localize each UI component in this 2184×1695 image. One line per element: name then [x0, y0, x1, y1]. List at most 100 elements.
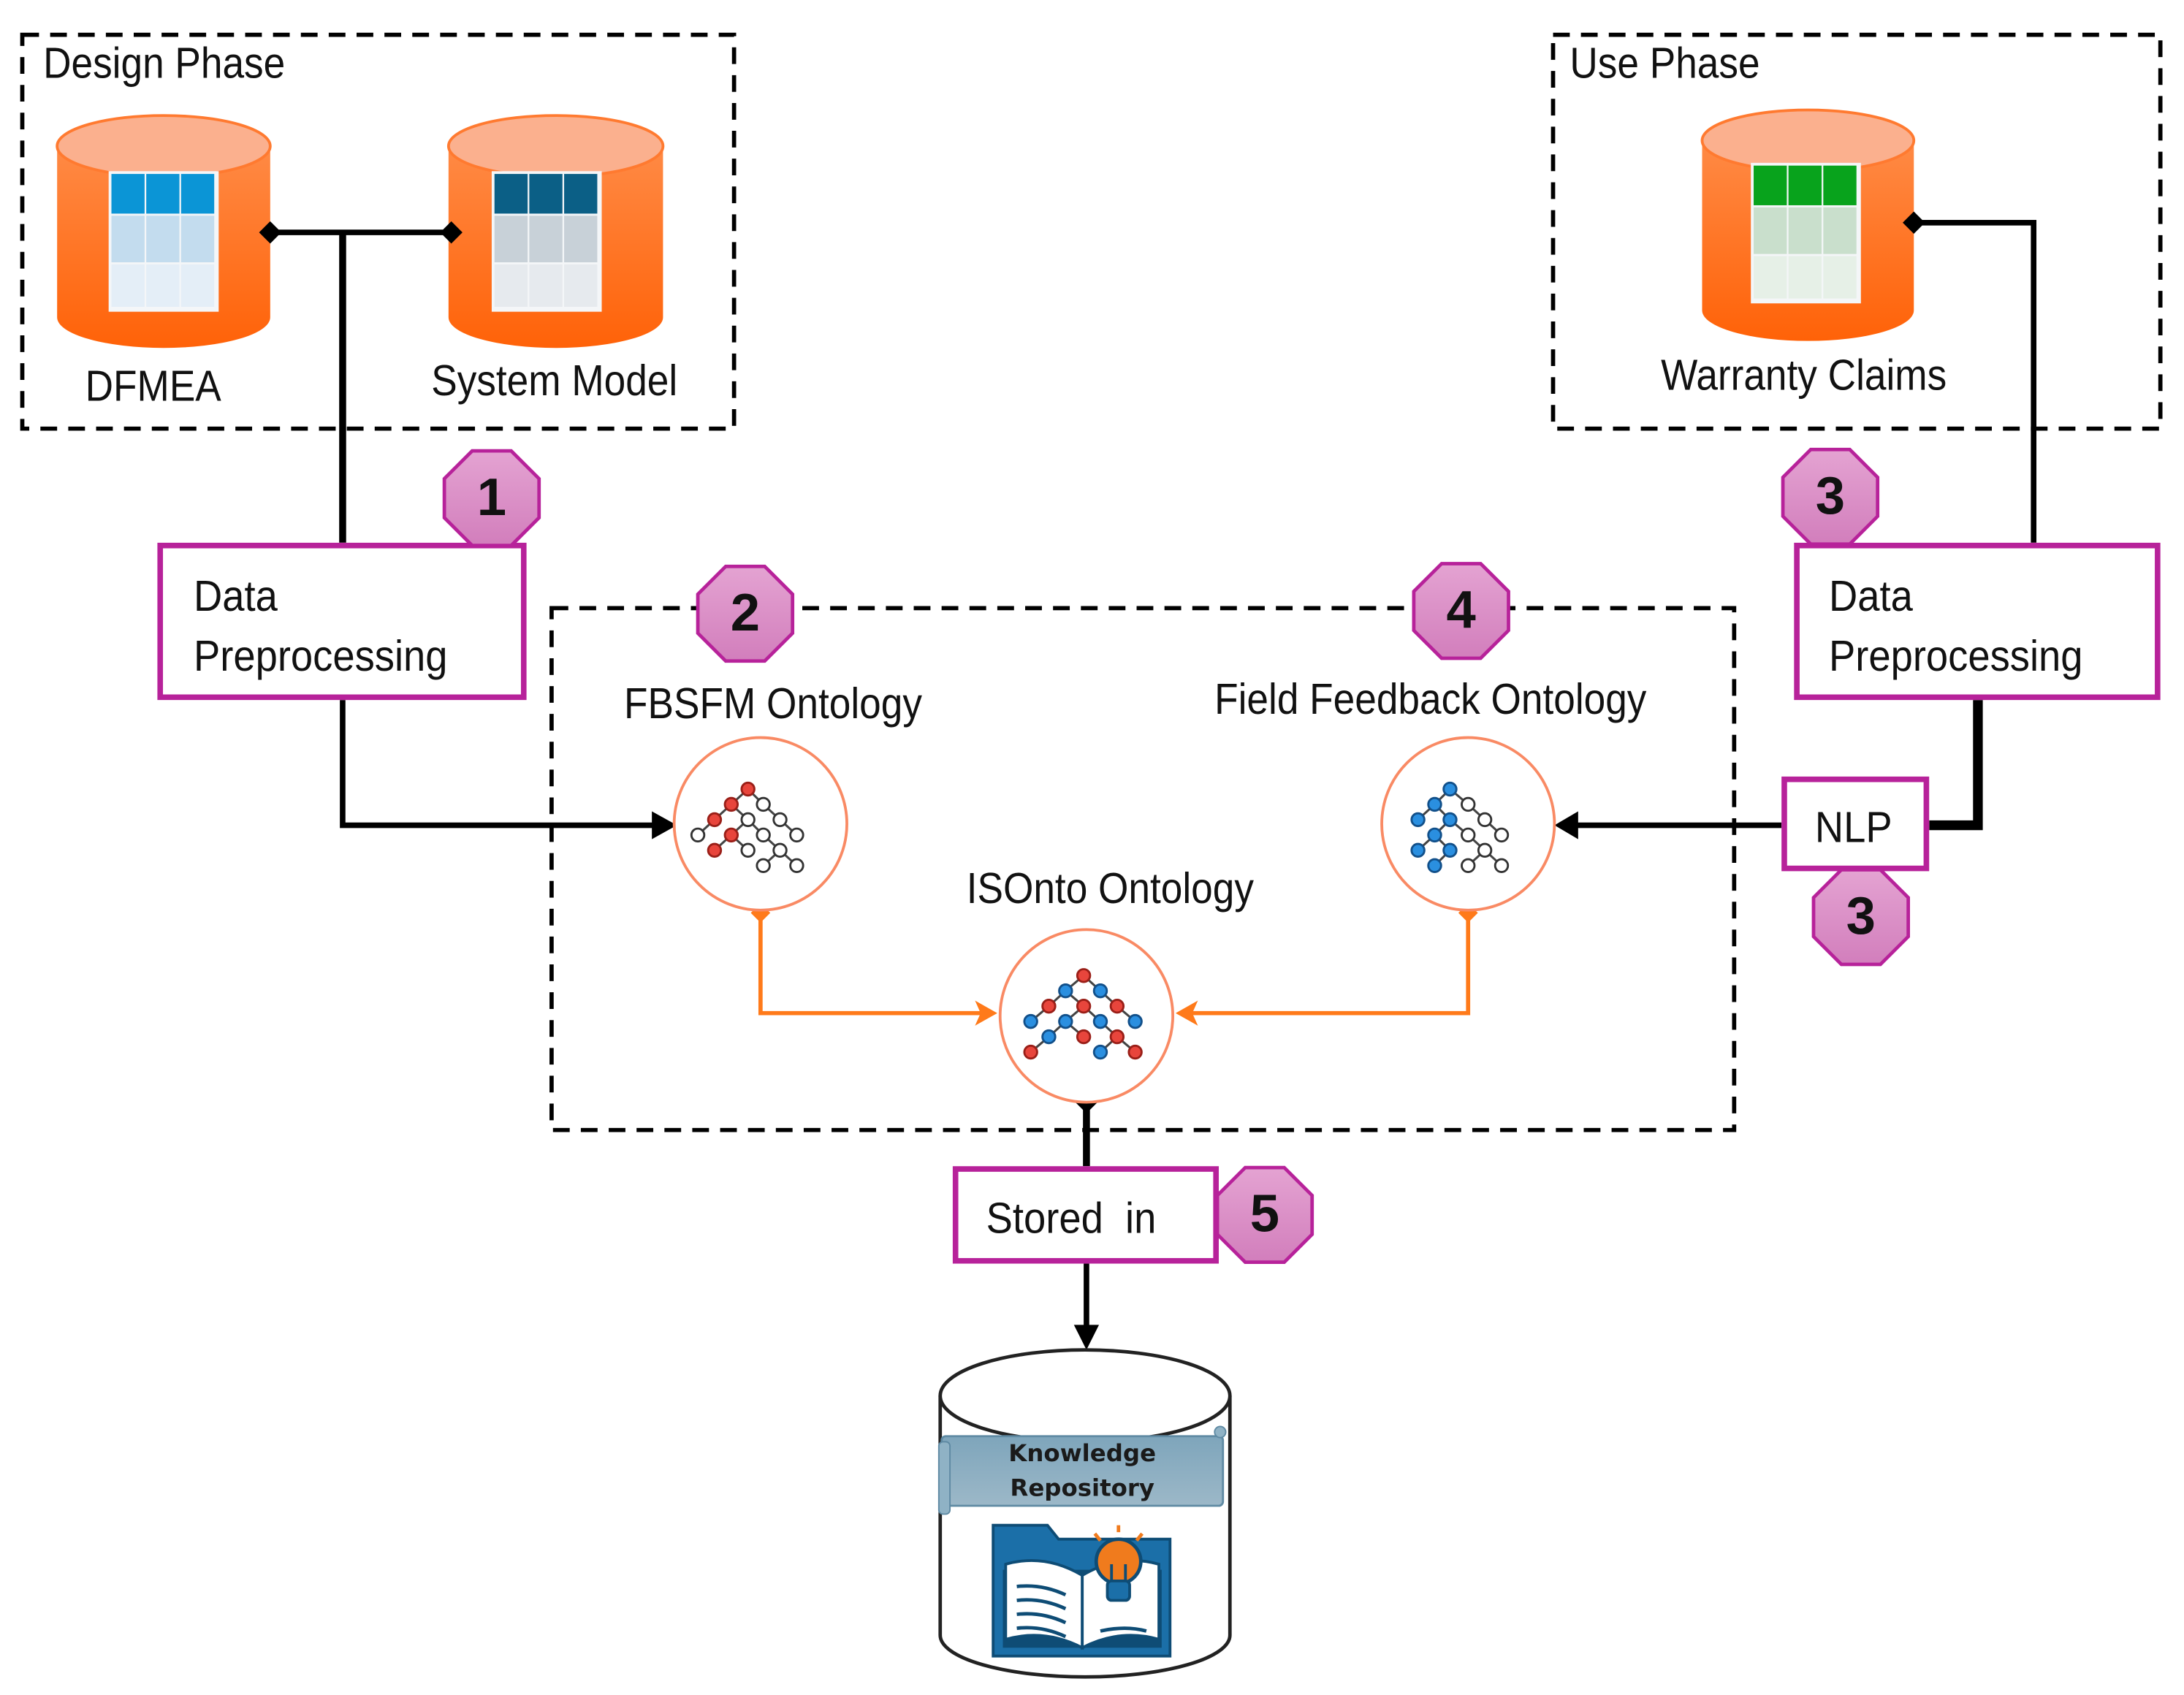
table-cell	[1823, 207, 1857, 254]
table-cell	[564, 216, 598, 263]
table-cell	[146, 264, 180, 308]
data-preprocessing-left-line1: Data	[193, 571, 278, 621]
step-badge-3-top-number: 3	[1815, 467, 1846, 526]
fbsfm-ontology-icon	[672, 736, 848, 912]
table-cell	[111, 216, 145, 263]
step-badge-3-top: 3	[1780, 446, 1880, 546]
data-preprocessing-right-box: Data Preprocessing	[1794, 542, 2161, 701]
table-cell	[1754, 165, 1787, 205]
step-badge-4: 4	[1411, 561, 1511, 661]
warranty-claims-database-icon	[1700, 108, 1916, 341]
table-cell	[1754, 207, 1787, 254]
isonto-ontology-label: ISOnto Ontology	[966, 864, 1254, 913]
use-phase-title: Use Phase	[1569, 39, 1760, 88]
dfmea-database-icon	[56, 114, 272, 348]
table-cell	[564, 174, 598, 214]
field-feedback-to-isonto-arrow	[1175, 903, 1478, 1026]
dfmea-label: DFMEA	[85, 362, 221, 411]
tree-node	[756, 827, 771, 843]
tree-node	[1442, 812, 1458, 828]
tree-node	[1109, 1029, 1125, 1045]
table-cell	[1754, 256, 1787, 299]
data-preprocessing-left-box: Data Preprocessing	[157, 542, 527, 701]
tree-node	[1477, 842, 1493, 858]
knowledge-repository-label: Knowledge Repository	[942, 1438, 1223, 1507]
table-cell	[494, 216, 528, 263]
stored-in-box: Stored in	[952, 1166, 1220, 1264]
step-badge-1-number: 1	[476, 468, 507, 527]
isonto-ontology-icon	[998, 928, 1175, 1104]
tree-node	[707, 842, 723, 858]
tree-node	[1442, 842, 1458, 858]
tree-node	[1127, 1013, 1143, 1029]
data-preprocessing-right-line1: Data	[1828, 571, 1913, 621]
data-preprocessing-left-line2: Preprocessing	[193, 631, 448, 681]
step-badge-5-number: 5	[1249, 1184, 1280, 1243]
field-feedback-ontology-icon	[1380, 736, 1556, 912]
tree-node	[1461, 827, 1476, 843]
tree-node	[1410, 812, 1426, 828]
step-badge-3-bottom-number: 3	[1846, 887, 1876, 946]
table-cell	[180, 216, 215, 263]
table-cell	[564, 264, 598, 308]
tree-node	[1127, 1044, 1143, 1060]
tree-node	[1494, 827, 1510, 843]
tree-node	[1076, 1029, 1092, 1045]
table-cell	[180, 264, 215, 308]
table-cell	[146, 174, 180, 214]
step-badge-2-number: 2	[730, 584, 761, 643]
preprocessing-to-fbsfm-arrow	[340, 700, 677, 839]
field-feedback-ontology-label: Field Feedback Ontology	[1214, 674, 1647, 724]
table-cell	[111, 174, 145, 214]
use-phase-connector	[1903, 211, 2037, 543]
fbsfm-ontology-label: FBSFM Ontology	[624, 679, 922, 728]
tree-node	[756, 796, 771, 812]
tree-node	[1427, 827, 1442, 843]
table-cell	[1788, 207, 1822, 254]
tree-node	[1041, 1029, 1057, 1045]
table-cell	[529, 216, 563, 263]
table-cell	[111, 264, 145, 308]
tree-node	[1442, 781, 1458, 797]
tree-node	[789, 858, 804, 873]
warranty-claims-label: Warranty Claims	[1661, 351, 1947, 400]
table-cell	[1788, 165, 1822, 205]
preprocessing-to-nlp-connector	[1929, 700, 1983, 831]
tree-node	[1461, 858, 1476, 873]
tree-node	[1023, 1013, 1038, 1029]
system-model-label: System Model	[431, 356, 678, 405]
tree-node	[1427, 858, 1442, 873]
tree-node	[740, 812, 756, 828]
tree-node	[690, 827, 706, 843]
table-cell	[1823, 256, 1857, 299]
ontology-group	[549, 606, 1737, 1132]
nlp-label: NLP	[1814, 803, 1892, 852]
tree-node	[707, 812, 723, 828]
tree-node	[1092, 1044, 1108, 1060]
tree-node	[1058, 1013, 1073, 1029]
step-badge-2: 2	[695, 563, 795, 663]
tree-node	[1023, 1044, 1038, 1060]
tree-node	[1461, 796, 1476, 812]
table-cell	[529, 174, 563, 214]
design-phase-group	[20, 32, 737, 431]
tree-node	[772, 812, 788, 828]
tree-node	[723, 796, 739, 812]
knowledge-repository-line1: Knowledge	[1008, 1440, 1157, 1469]
design-phase-title: Design Phase	[43, 39, 286, 88]
tree-node	[1092, 1013, 1108, 1029]
tree-node	[740, 842, 756, 858]
stored-in-label: Stored in	[986, 1194, 1157, 1243]
step-badge-5: 5	[1214, 1165, 1314, 1265]
step-badge-3-bottom: 3	[1811, 867, 1911, 967]
nlp-box: NLP	[1781, 776, 1930, 872]
system-model-database-icon	[446, 114, 665, 348]
knowledge-repository-line2: Repository	[1010, 1474, 1155, 1503]
tree-node	[1477, 812, 1493, 828]
tree-node	[1058, 983, 1073, 999]
table-cell	[180, 174, 215, 214]
tree-node	[772, 842, 788, 858]
tree-node	[1092, 983, 1108, 999]
table-cell	[1788, 256, 1822, 299]
